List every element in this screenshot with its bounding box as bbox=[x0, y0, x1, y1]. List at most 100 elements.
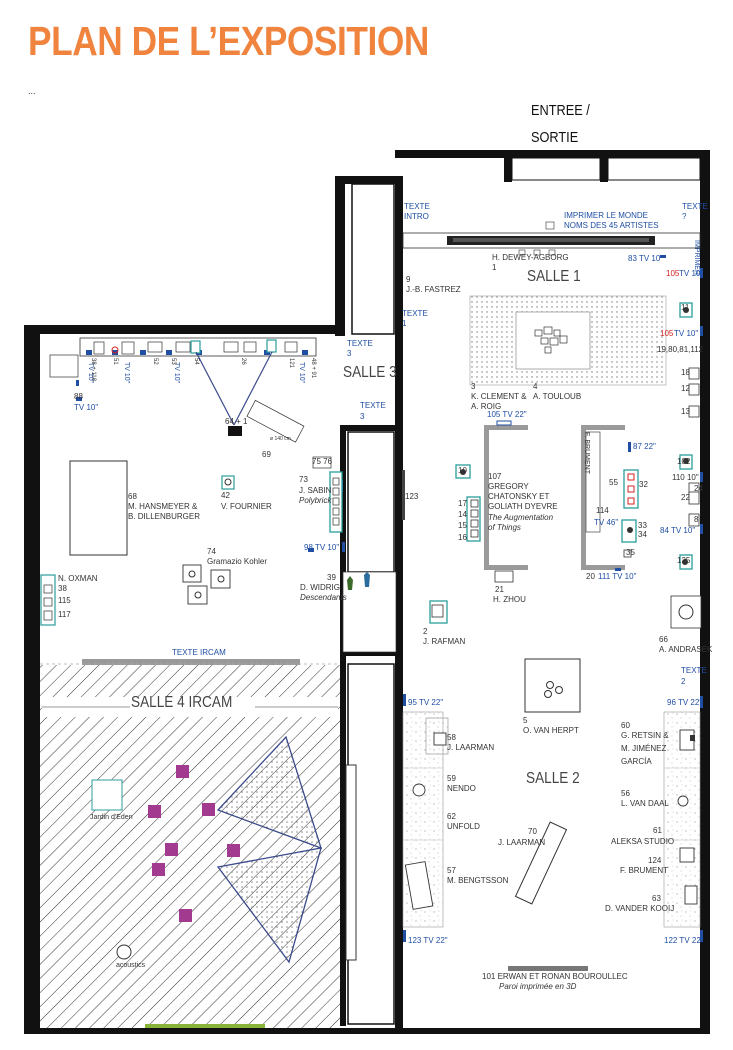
label-retsin-num: 60 bbox=[621, 721, 630, 730]
texte-3b-number: 3 bbox=[360, 412, 365, 421]
label-chatonsky-2: CHATONSKY ET bbox=[488, 492, 550, 501]
strip-num-1: 38 + 118 bbox=[90, 358, 96, 382]
label-oxman-num: 38 bbox=[58, 584, 67, 593]
strip-num-3: 52 bbox=[152, 358, 158, 365]
label-widrig: D. WIDRIG bbox=[300, 583, 340, 592]
imprimer-line2: NOMS DES 45 ARTISTES bbox=[564, 221, 659, 230]
label-bengtsson-num: 57 bbox=[447, 866, 456, 875]
label-jardin: Jardin d'Eden bbox=[90, 814, 133, 821]
label-tv95: 95 TV 22" bbox=[408, 698, 444, 707]
label-10: 10 bbox=[458, 466, 467, 475]
label-33: 33 bbox=[638, 521, 647, 530]
label-tv83: 83 TV 10" bbox=[628, 254, 664, 263]
label-16: 16 bbox=[458, 533, 467, 542]
label-unfold: UNFOLD bbox=[447, 822, 480, 831]
label-tv105a: TV 10" bbox=[679, 269, 704, 278]
label-clement-1: K. CLEMENT & bbox=[471, 392, 527, 401]
label-andrasek-num: 66 bbox=[659, 635, 668, 644]
label-35: 35 bbox=[626, 548, 635, 557]
label-34: 34 bbox=[638, 530, 647, 539]
label-hansmeyer-num: 68 bbox=[128, 492, 137, 501]
label-brument-vertical: F. BRUMENT bbox=[583, 432, 590, 474]
label-gramazio-num: 74 bbox=[207, 547, 216, 556]
label-retsin-3: GARCÍA bbox=[621, 757, 652, 766]
label-dewey-agborg: H. DEWEY-AGBORG bbox=[492, 253, 569, 262]
label-vandaal: L. VAN DAAL bbox=[621, 799, 669, 808]
label-oxman: N. OXMAN bbox=[58, 574, 98, 583]
label-102: 102 bbox=[677, 457, 691, 466]
label-55: 55 bbox=[609, 478, 618, 487]
label-vanderkooij: D. VANDER KOOIJ bbox=[605, 904, 675, 913]
label-75-76: 75 76 bbox=[312, 457, 333, 466]
label-nendo: NENDO bbox=[447, 784, 476, 793]
texte-intro-2: INTRO bbox=[404, 212, 429, 221]
label-11: 11 bbox=[681, 303, 690, 312]
strip-tv-2: TV 10" bbox=[123, 362, 130, 384]
texte-3a-number: 3 bbox=[347, 349, 352, 358]
label-clement-2: A. ROIG bbox=[471, 402, 502, 411]
label-117: 117 bbox=[58, 610, 71, 619]
label-unfold-num: 62 bbox=[447, 812, 456, 821]
label-22: 22 bbox=[681, 493, 690, 502]
label-tv110: 110 10" bbox=[672, 473, 699, 482]
label-brument124: F. BRUMENT bbox=[620, 866, 668, 875]
label-12: 12 bbox=[681, 384, 690, 393]
label-chatonsky-4: The Augmentation bbox=[488, 513, 554, 522]
label-chatonsky-1: GREGORY bbox=[488, 482, 529, 491]
label-gramazio: Gramazio Kohler bbox=[207, 557, 268, 566]
label-laarman58: J. LAARMAN bbox=[447, 743, 495, 752]
label-vanherpt: O. VAN HERPT bbox=[523, 726, 579, 735]
label-14: 14 bbox=[458, 510, 467, 519]
texte-q-1: TEXTE bbox=[682, 202, 708, 211]
label-retsin-1: G. RETSIN & bbox=[621, 731, 669, 740]
label-sabin-num: 73 bbox=[299, 475, 308, 484]
label-tv98: 98 TV 10" bbox=[304, 543, 340, 552]
label-touloub-num: 4 bbox=[533, 382, 538, 391]
label-rafman-num: 2 bbox=[423, 627, 428, 636]
label-19: 19,80,81,112 bbox=[657, 345, 704, 354]
label-bengtsson: M. BENGTSSON bbox=[447, 876, 509, 885]
room-salle4: SALLE 4 IRCAM bbox=[131, 694, 233, 711]
label-touloub: A. TOULOUB bbox=[533, 392, 582, 401]
label-tv105c: 105 TV 22" bbox=[487, 410, 527, 419]
label-bourouillec: 101 ERWAN ET RONAN BOUROULLEC bbox=[482, 972, 628, 981]
label-zhou-num: 21 bbox=[495, 585, 504, 594]
label-123b: 123 bbox=[405, 492, 419, 501]
label-88: 88 bbox=[74, 392, 83, 401]
label-18: 18 bbox=[681, 368, 690, 377]
texte-intro-1: TEXTE bbox=[404, 202, 430, 211]
ircam-triangle-top bbox=[216, 735, 323, 850]
entrance-label-2: SORTIE bbox=[531, 129, 579, 146]
label-64: 64 + 1 bbox=[225, 417, 248, 426]
label-140cm: ø 140 cm bbox=[270, 436, 291, 442]
label-hansmeyer-2: B. DILLENBURGER bbox=[128, 512, 201, 521]
entrance-label-1: ENTREE / bbox=[531, 102, 590, 119]
label-tv96: 96 TV 22" bbox=[667, 698, 703, 707]
label-tv123: 123 TV 22" bbox=[408, 936, 448, 945]
label-acoustic: acoustics bbox=[116, 962, 146, 969]
strip-num-4: 53 bbox=[170, 358, 176, 365]
label-tv84: 84 TV 10" bbox=[660, 526, 696, 535]
salle4-hatched-zone bbox=[40, 665, 340, 1030]
label-tv105a-num: 105 bbox=[666, 269, 680, 278]
label-tv105b-num: 105 bbox=[660, 329, 674, 338]
label-brument124-num: 124 bbox=[648, 856, 662, 865]
label-bourouillec-work: Paroi imprimée en 3D bbox=[499, 982, 577, 991]
label-laarman70: J. LAARMAN bbox=[498, 838, 546, 847]
label-13: 13 bbox=[681, 407, 690, 416]
label-17: 17 bbox=[458, 499, 467, 508]
label-sabin: J. SABIN bbox=[299, 486, 332, 495]
label-rafman: J. RAFMAN bbox=[423, 637, 466, 646]
walls bbox=[24, 150, 710, 1034]
texte-2-label: TEXTE bbox=[681, 666, 707, 675]
label-15: 15 bbox=[458, 521, 467, 530]
strip-num-6: 26 bbox=[240, 358, 246, 365]
strip-tv-3: TV 10" bbox=[173, 362, 180, 384]
label-tv46: TV 46" bbox=[594, 518, 619, 527]
label-andrasek: A. ANDRASEK bbox=[659, 645, 713, 654]
label-laarman70-num: 70 bbox=[528, 827, 537, 836]
label-69: 69 bbox=[262, 450, 271, 459]
label-32: 32 bbox=[639, 480, 648, 489]
label-tv88: TV 10" bbox=[74, 403, 99, 412]
